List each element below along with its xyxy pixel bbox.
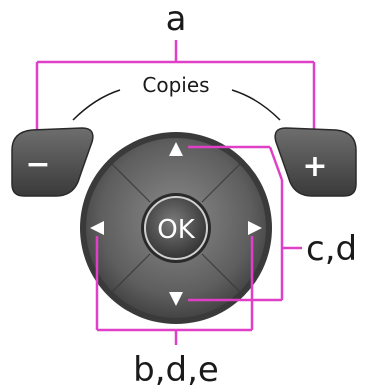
left-arrow-icon [90,221,104,235]
callout-label-cd: c,d [306,229,357,269]
down-arrow-icon [169,292,183,306]
down-arrow-button[interactable] [169,292,183,306]
copies-arc [72,89,281,121]
dpad: OK [80,132,272,324]
minus-button[interactable]: − [11,127,94,197]
up-arrow-button[interactable] [169,142,183,156]
callout-bracket-a [35,40,316,140]
callout-label-bde: b,d,e [133,350,219,387]
up-arrow-icon [169,142,183,156]
ok-button[interactable]: OK [141,193,211,263]
plus-sign: + [302,149,327,184]
callout-bracket-bde [95,236,254,345]
copies-label: Copies [142,73,209,97]
callout-label-a: a [166,0,187,39]
right-arrow-icon [248,221,262,235]
callout-bracket-cd [188,145,302,302]
minus-sign: − [25,147,50,182]
ok-label: OK [157,215,195,245]
plus-button[interactable]: + [274,127,357,197]
left-arrow-button[interactable] [90,221,104,235]
right-arrow-button[interactable] [248,221,262,235]
